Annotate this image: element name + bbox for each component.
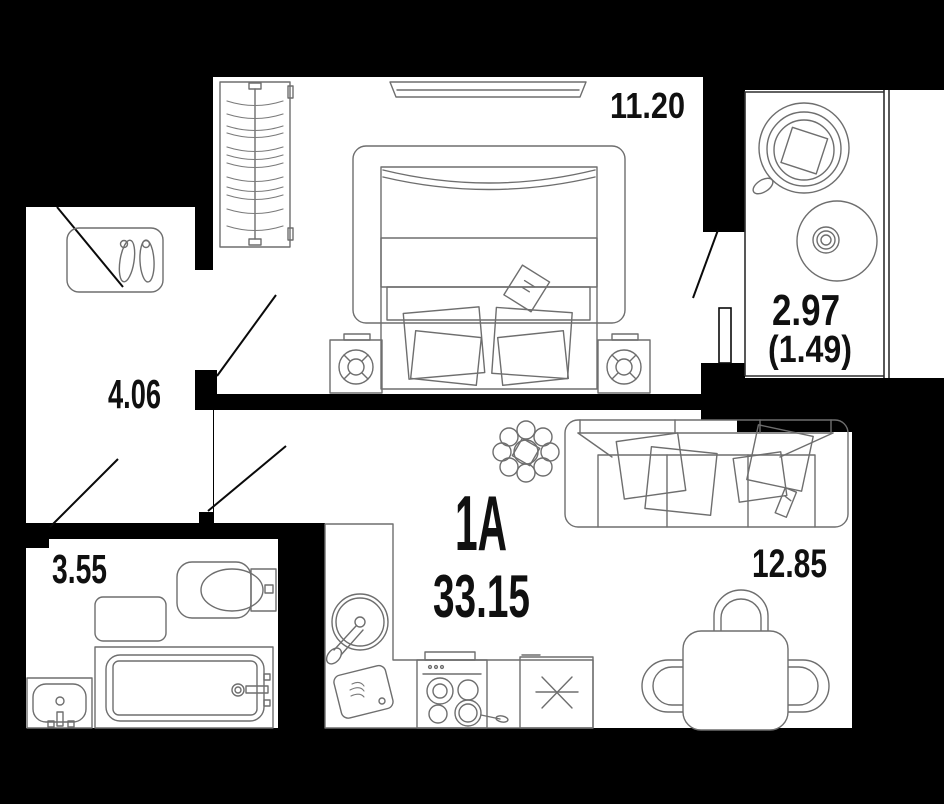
armchair-icon (752, 102, 850, 195)
bathroom-door-swing (49, 458, 119, 528)
phone-icon (503, 264, 551, 313)
balcony-area-label: 2.97 (772, 286, 840, 335)
doors (49, 206, 732, 528)
balcony-door-leaf (718, 307, 732, 364)
entrance-door-swing (56, 206, 124, 288)
double-bed-icon (352, 145, 626, 390)
balcony-floor (745, 90, 944, 378)
toilet-icon (176, 561, 277, 619)
bedroom-door-swing (216, 294, 277, 377)
chair-icon (641, 589, 830, 713)
cutting-board-icon (333, 664, 394, 719)
hallway-floor (26, 207, 213, 523)
wall-hall-bedroom (195, 77, 213, 270)
wall-bedroom-balcony (703, 77, 743, 232)
wall-bedroom-living (213, 394, 743, 410)
stove-icon (416, 651, 509, 729)
living-area-label: 12.85 (752, 542, 827, 586)
pillow-icon (615, 424, 814, 516)
bedroom-floor (213, 77, 703, 394)
washing-machine-icon (94, 596, 167, 642)
shoe-cabinet-icon (66, 227, 164, 293)
wall-pier-kitchen-door (199, 512, 214, 523)
wall-pier-bedroom-door (195, 370, 217, 410)
kitchen-sink-icon (325, 593, 389, 665)
shelf-icon (389, 81, 587, 98)
nightstand-left-icon (329, 333, 383, 394)
bathroom-area-label: 3.55 (52, 546, 107, 592)
balcony-outline (744, 90, 890, 378)
nightstand-right-icon (597, 333, 651, 394)
balcony-border (744, 91, 884, 376)
kitchen-door-swing (207, 445, 287, 512)
unit-label: 1A (455, 479, 507, 567)
dining-set-icon (641, 589, 830, 731)
shoes-icon (118, 239, 155, 283)
wall-balcony-corner (701, 363, 743, 420)
total-area-label: 33.15 (433, 563, 530, 630)
bedroom-area-label: 11.20 (610, 85, 685, 126)
room-labels: 11.20 2.97 (1.49) 4.06 3.55 12.85 1A 33.… (52, 85, 852, 630)
round-table-icon (796, 200, 878, 282)
bathroom-sink-icon (26, 677, 93, 729)
fridge-icon (519, 654, 594, 729)
wardrobe-icon (219, 81, 294, 248)
balcony-door-swing (692, 229, 719, 299)
remote-icon (774, 486, 798, 518)
sofa-icon (564, 419, 849, 528)
pillow-icon (402, 306, 573, 387)
balcony-reduced-area-label: (1.49) (768, 329, 852, 371)
wall-pier-bath-door (26, 523, 49, 548)
dining-table-icon (682, 630, 789, 731)
room-floors (26, 77, 944, 728)
plant-icon (492, 420, 560, 483)
hallway-area-label: 4.06 (108, 371, 161, 417)
wall-duct (278, 523, 325, 735)
bathtub-icon (94, 646, 274, 729)
